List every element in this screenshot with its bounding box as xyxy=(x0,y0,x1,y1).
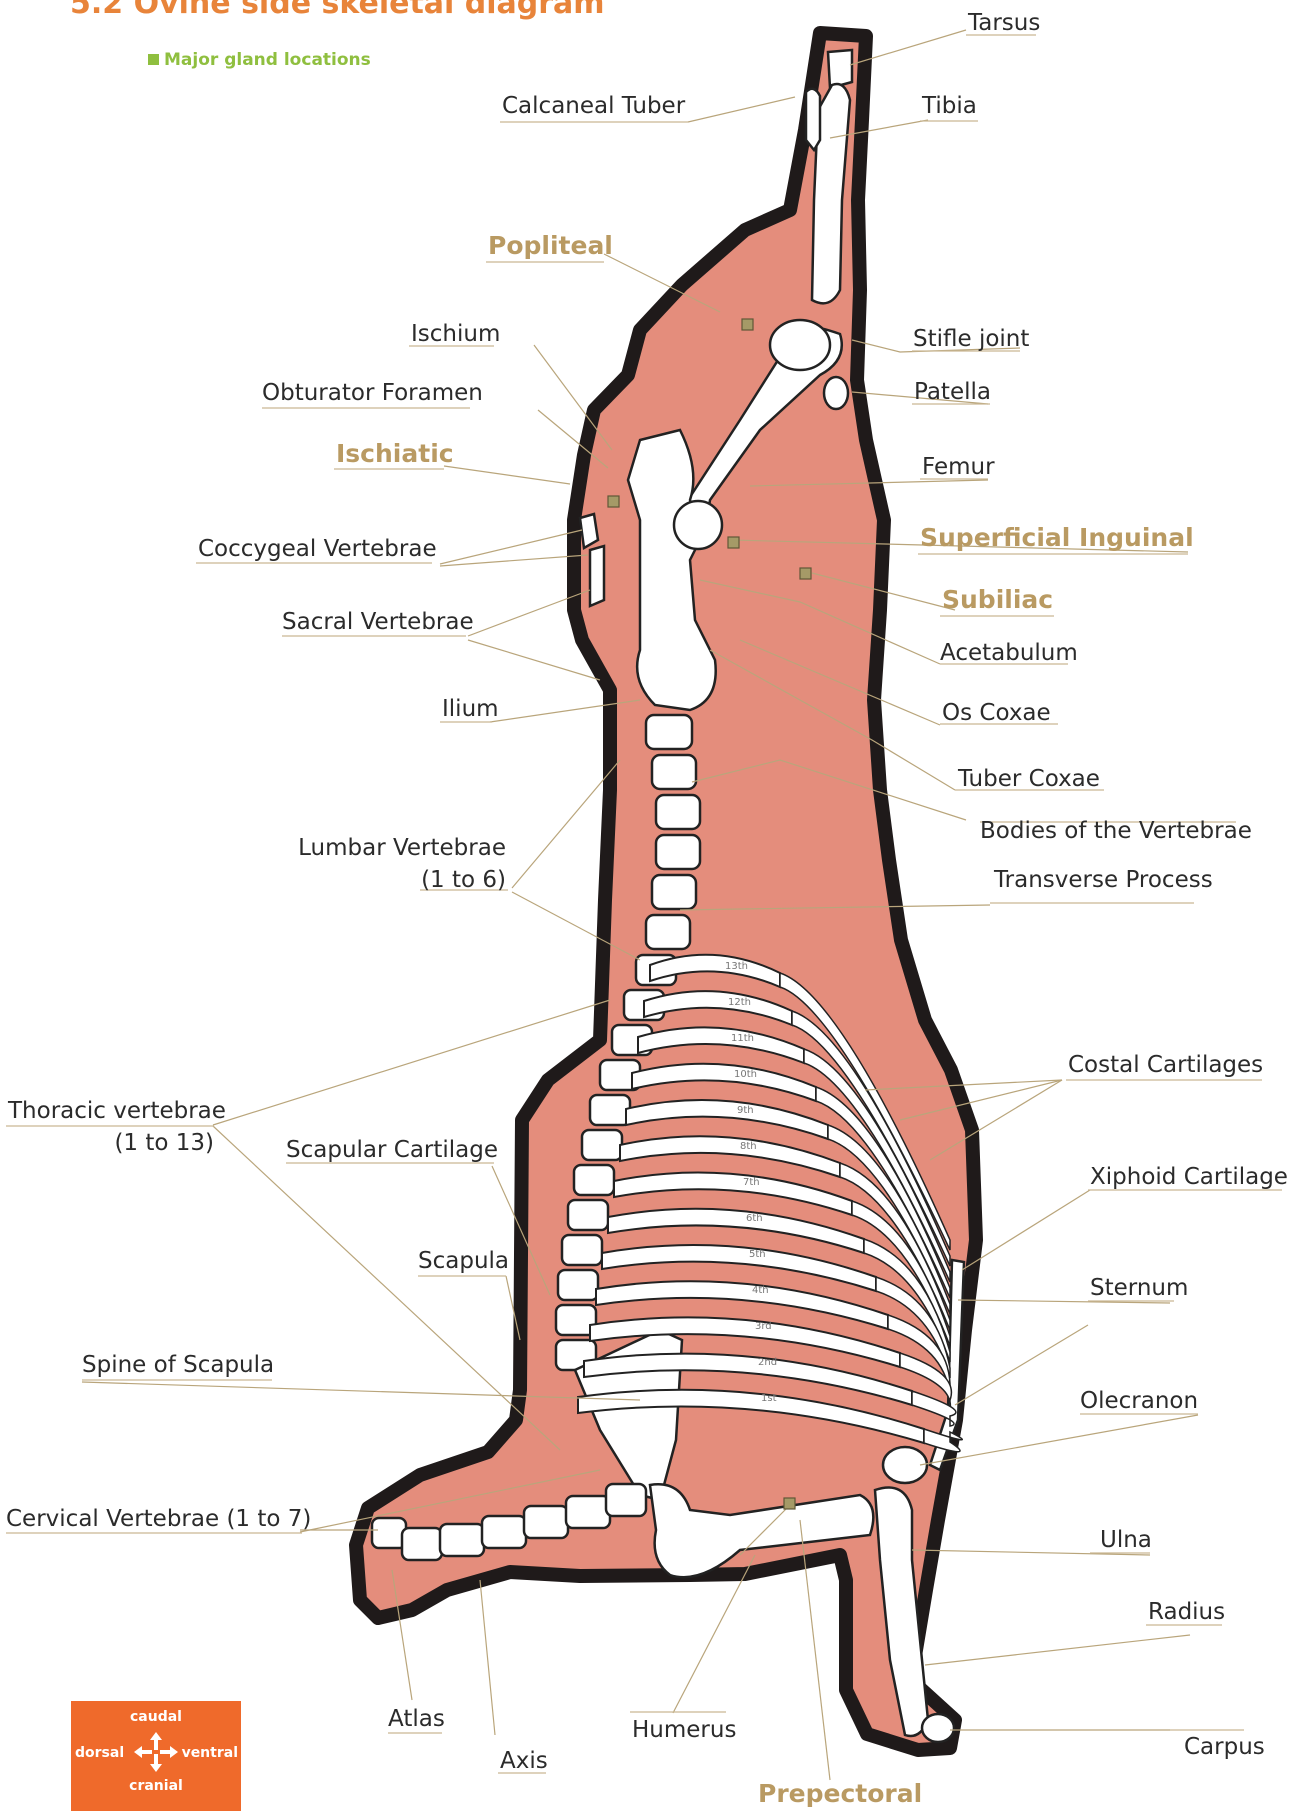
label-tibia: Tibia xyxy=(921,93,977,119)
rib-label-2nd: 2nd xyxy=(758,1357,777,1368)
legend-label: Major gland locations xyxy=(164,50,371,70)
label-humerus: Humerus xyxy=(632,1717,736,1743)
rib-label-8th: 8th xyxy=(740,1141,757,1152)
label-transverse-process: Transverse Process xyxy=(993,867,1213,893)
label-acetabulum: Acetabulum xyxy=(940,640,1078,666)
label-coccygeal-vertebrae: Coccygeal Vertebrae xyxy=(198,536,437,562)
acetabulum-bone xyxy=(674,501,722,549)
label-costal-cartilages: Costal Cartilages xyxy=(1068,1052,1263,1078)
rib-label-3rd: 3rd xyxy=(755,1321,772,1332)
carpus-bone xyxy=(922,1714,954,1742)
prepectoral-marker xyxy=(784,1498,795,1509)
label-thoracic-vertebrae: Thoracic vertebrae xyxy=(7,1098,226,1124)
compass-strip xyxy=(71,1803,241,1811)
label-lumbar-vertebrae: Lumbar Vertebrae xyxy=(298,835,506,861)
label-scapular-cartilage: Scapular Cartilage xyxy=(286,1137,498,1163)
rib-label-10th: 10th xyxy=(734,1069,757,1080)
label-lumbar-range: (1 to 6) xyxy=(421,867,506,893)
legend-square-icon xyxy=(148,54,159,65)
label-calcaneal-tuber: Calcaneal Tuber xyxy=(502,93,686,119)
label-subiliac: Subiliac xyxy=(942,585,1053,614)
superficial-inguinal-marker xyxy=(728,537,739,548)
sacral-bone xyxy=(590,546,604,606)
label-ischium: Ischium xyxy=(411,321,500,347)
stifle-joint-bone xyxy=(770,320,830,370)
label-stifle-joint: Stifle joint xyxy=(913,326,1029,352)
label-popliteal: Popliteal xyxy=(488,231,613,260)
rib-label-7th: 7th xyxy=(743,1177,760,1188)
coccygeal-bone xyxy=(580,514,598,548)
label-femur: Femur xyxy=(922,454,995,480)
label-axis: Axis xyxy=(500,1748,548,1774)
label-olecranon: Olecranon xyxy=(1080,1388,1198,1414)
rib-label-9th: 9th xyxy=(737,1105,754,1116)
legend: Major gland locations xyxy=(148,50,371,70)
page-title: 5.2 Ovine side skeletal diagram xyxy=(70,0,605,21)
ischiatic-marker xyxy=(608,496,619,507)
label-atlas: Atlas xyxy=(388,1706,445,1732)
label-sacral-vertebrae: Sacral Vertebrae xyxy=(282,609,474,635)
compass-bottom-label: cranial xyxy=(71,1778,241,1794)
label-prepectoral: Prepectoral xyxy=(758,1779,922,1808)
label-thoracic-range: (1 to 13) xyxy=(114,1130,214,1156)
subiliac-marker xyxy=(800,568,811,579)
label-obturator-foramen: Obturator Foramen xyxy=(262,380,483,406)
label-ilium: Ilium xyxy=(442,696,499,722)
label-xiphoid-cartilage: Xiphoid Cartilage xyxy=(1090,1164,1288,1190)
rib-label-1st: 1st xyxy=(761,1393,777,1404)
label-patella: Patella xyxy=(914,379,991,405)
label-superficial-inguinal: Superficial Inguinal xyxy=(920,523,1194,552)
rib-label-4th: 4th xyxy=(752,1285,769,1296)
label-scapula: Scapula xyxy=(418,1248,509,1274)
rib-label-13th: 13th xyxy=(725,961,748,972)
popliteal-marker xyxy=(742,319,753,330)
label-os-coxae: Os Coxae xyxy=(942,700,1051,726)
label-ulna: Ulna xyxy=(1100,1527,1152,1553)
compass-left-label: dorsal xyxy=(75,1745,124,1761)
orientation-compass: caudal dorsal ventral cranial xyxy=(71,1701,241,1803)
patella-bone xyxy=(824,377,848,409)
calcaneal-bone xyxy=(806,89,820,150)
rib-label-12th: 12th xyxy=(728,997,751,1008)
label-spine-of-scapula: Spine of Scapula xyxy=(82,1352,274,1378)
label-radius: Radius xyxy=(1148,1599,1225,1625)
label-carpus: Carpus xyxy=(1184,1734,1265,1760)
label-sternum: Sternum xyxy=(1090,1275,1188,1301)
rib-label-6th: 6th xyxy=(746,1213,763,1224)
rib-label-11th: 11th xyxy=(731,1033,754,1044)
compass-arrows-icon xyxy=(134,1732,178,1772)
label-cervical-vertebrae: Cervical Vertebrae (1 to 7) xyxy=(6,1506,311,1532)
label-tuber-coxae: Tuber Coxae xyxy=(957,766,1100,792)
label-ischiatic: Ischiatic xyxy=(336,439,454,468)
tarsus-bone xyxy=(828,50,852,88)
compass-top-label: caudal xyxy=(71,1709,241,1725)
label-bodies-of-vertebrae: Bodies of the Vertebrae xyxy=(980,818,1252,844)
compass-right-label: ventral xyxy=(182,1745,238,1761)
rib-label-5th: 5th xyxy=(749,1249,766,1260)
label-tarsus: Tarsus xyxy=(967,10,1040,36)
